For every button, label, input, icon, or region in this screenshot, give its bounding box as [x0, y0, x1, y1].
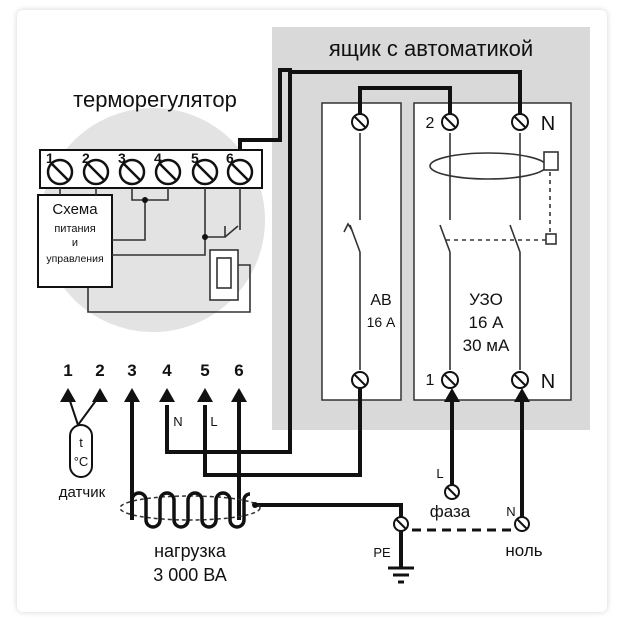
- rcd-input-arrows: [444, 388, 530, 402]
- box-title: ящик с автоматикой: [329, 36, 533, 61]
- control-block-line4: управления: [46, 253, 103, 265]
- thermostat-screw-slot: [51, 163, 69, 181]
- pe-label: PE: [373, 545, 391, 560]
- breaker-module: [321, 102, 402, 401]
- rcd-leakage: 30 мА: [463, 336, 510, 355]
- wire-number: 2: [95, 361, 104, 380]
- breaker-name: АВ: [370, 292, 391, 309]
- neutral-label: ноль: [505, 541, 542, 560]
- heater-coil: [119, 491, 261, 529]
- phase-letter: L: [436, 466, 443, 481]
- breaker-rating: 16 А: [367, 314, 396, 330]
- relay: [204, 188, 241, 301]
- thermostat-terminal-number: 2: [82, 150, 90, 166]
- module-terminals: [351, 113, 530, 532]
- control-block-box: [37, 194, 113, 288]
- breaker-contact: [343, 133, 361, 370]
- thermostat-title: терморегулятор: [73, 87, 237, 112]
- power-wires: [87, 68, 524, 568]
- load-wires: [130, 402, 241, 520]
- rcd-module: [413, 102, 572, 401]
- sensor-t: t: [79, 435, 83, 450]
- thermostat-internal-wires: [59, 188, 206, 256]
- thermostat-screw-slot: [196, 163, 214, 181]
- wire-numbers: 1 2 3 4 5 6: [63, 361, 243, 380]
- neutral-letter: N: [506, 504, 515, 519]
- thermostat-screw-slot: [87, 163, 105, 181]
- thermostat-screw-slot: [159, 163, 177, 181]
- load-power: 3 000 ВА: [153, 565, 226, 585]
- load-label: нагрузка: [154, 541, 227, 561]
- wire-n-label: N: [173, 414, 182, 429]
- thermostat-terminal-number: 4: [154, 150, 162, 166]
- thermostat-terminal-number: 3: [118, 150, 126, 166]
- thermostat-screw-slot: [123, 163, 141, 181]
- rcd-bottom-left-label: 1: [426, 372, 435, 389]
- sensor-label: датчик: [59, 484, 106, 501]
- rcd-rating: 16 А: [469, 313, 505, 332]
- control-block-line3: и: [72, 237, 78, 249]
- wire-number: 3: [127, 361, 136, 380]
- thermostat-terminal-number: 5: [191, 150, 199, 166]
- thermostat-terminal-numbers: 1 2 3 4 5 6: [46, 150, 234, 166]
- rcd-top-right-label: N: [541, 113, 555, 135]
- wire-number: 4: [162, 361, 172, 380]
- ground-symbol: [388, 566, 414, 584]
- sensor-unit: °C: [74, 454, 89, 469]
- rcd-internals: [429, 133, 559, 370]
- wire-number: 1: [63, 361, 72, 380]
- control-block-line2: питания: [54, 223, 95, 235]
- thermostat-screw-slot: [231, 163, 249, 181]
- wire-l-label: L: [210, 414, 217, 429]
- thermostat-terminal-number: 1: [46, 150, 54, 166]
- rcd-top-left-label: 2: [426, 115, 435, 132]
- rcd-name: УЗО: [469, 290, 503, 309]
- thermostat-terminal-number: 6: [226, 150, 234, 166]
- wire-arrows: [60, 388, 247, 402]
- thermostat-terminal-block: [39, 149, 263, 189]
- wire-number: 5: [200, 361, 209, 380]
- wire-number: 6: [234, 361, 243, 380]
- phase-label: фаза: [430, 502, 471, 521]
- sensor-icon: [67, 394, 101, 478]
- control-block-line1: Схема: [52, 201, 98, 218]
- rcd-bottom-right-label: N: [541, 371, 555, 393]
